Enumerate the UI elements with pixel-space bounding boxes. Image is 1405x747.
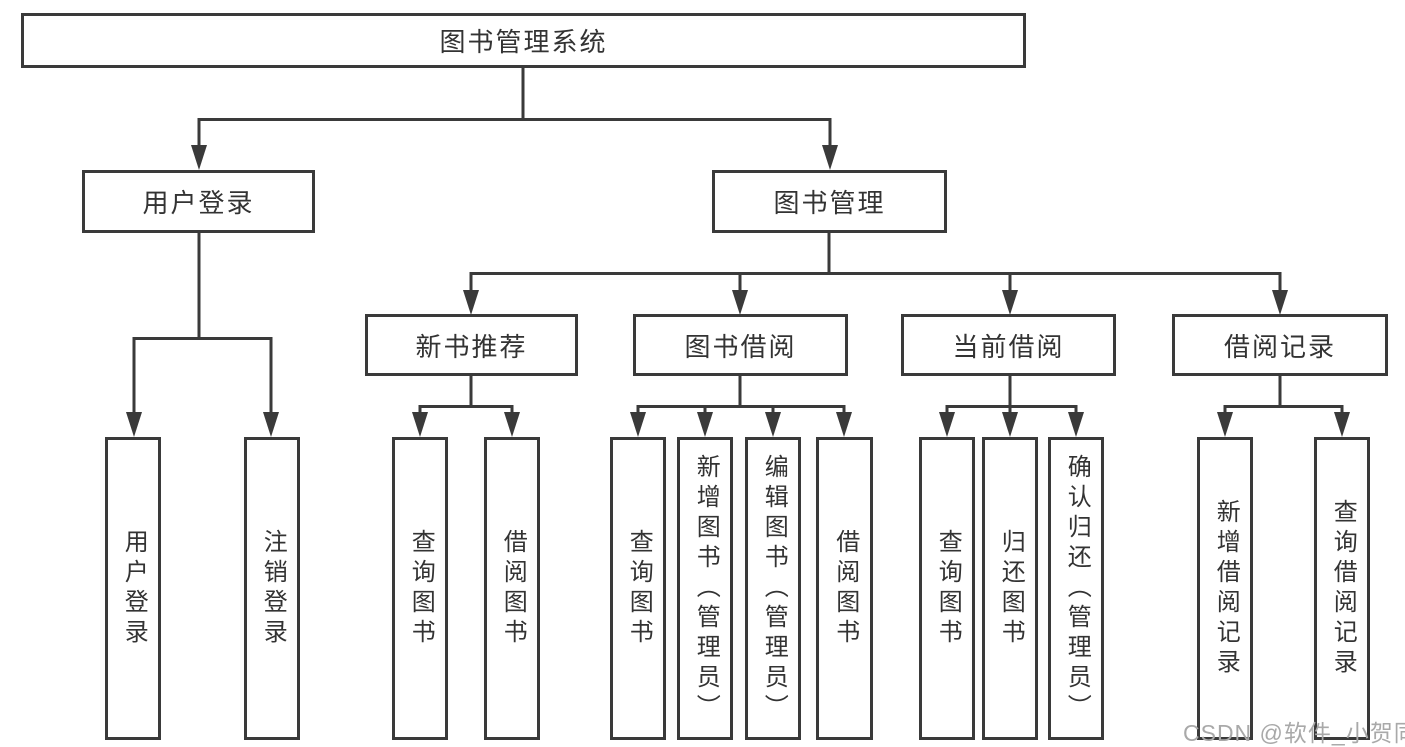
node-leaf-query-borrow-record: 查询借阅记录: [1314, 437, 1370, 740]
arrow-icon: [939, 412, 955, 437]
node-leaf-query-book-current: 查询图书: [919, 437, 975, 740]
arrow-icon: [630, 412, 646, 437]
arrow-icon: [1334, 412, 1350, 437]
csdn-watermark: CSDN @软件_小贺同学: [1183, 720, 1405, 746]
node-leaf-edit-book-admin: 编辑图书（管理员）: [745, 437, 801, 740]
arrowheads-down: [126, 145, 1350, 437]
arrow-icon: [1272, 290, 1288, 315]
arrow-icon: [1002, 290, 1018, 315]
node-leaf-query-book-borrow: 查询图书: [610, 437, 666, 740]
node-leaf-borrow-book: 借阅图书: [816, 437, 873, 740]
arrow-icon: [697, 412, 713, 437]
node-leaf-add-borrow-record: 新增借阅记录: [1197, 437, 1253, 740]
node-leaf-borrow-book-recommend: 借阅图书: [484, 437, 540, 740]
arrow-icon: [463, 290, 479, 315]
node-leaf-logout: 注销登录: [244, 437, 300, 740]
node-leaf-user-login: 用户登录: [105, 437, 161, 740]
node-leaf-add-book-admin: 新增图书（管理员）: [677, 437, 733, 740]
arrow-icon: [504, 412, 520, 437]
node-root: 图书管理系统: [21, 13, 1026, 68]
arrow-icon: [126, 412, 142, 437]
node-leaf-query-book-recommend: 查询图书: [392, 437, 448, 740]
arrow-icon: [1002, 412, 1018, 437]
arrow-icon: [412, 412, 428, 437]
node-leaf-confirm-return-admin: 确认归还（管理员）: [1048, 437, 1104, 740]
node-book-borrow: 图书借阅: [633, 314, 848, 376]
arrow-icon: [732, 290, 748, 315]
node-leaf-return-book: 归还图书: [982, 437, 1038, 740]
arrow-icon: [836, 412, 852, 437]
tree-branch-lines: [132, 68, 1344, 413]
node-new-book-recommend: 新书推荐: [365, 314, 578, 376]
arrow-icon: [822, 145, 838, 170]
node-book-management: 图书管理: [712, 170, 947, 233]
arrow-icon: [1068, 412, 1084, 437]
node-current-borrow: 当前借阅: [901, 314, 1116, 376]
arrow-icon: [765, 412, 781, 437]
node-borrow-records: 借阅记录: [1172, 314, 1388, 376]
arrow-icon: [263, 412, 279, 437]
arrow-icon: [1217, 412, 1233, 437]
arrow-icon: [191, 145, 207, 170]
node-user-login: 用户登录: [82, 170, 315, 233]
